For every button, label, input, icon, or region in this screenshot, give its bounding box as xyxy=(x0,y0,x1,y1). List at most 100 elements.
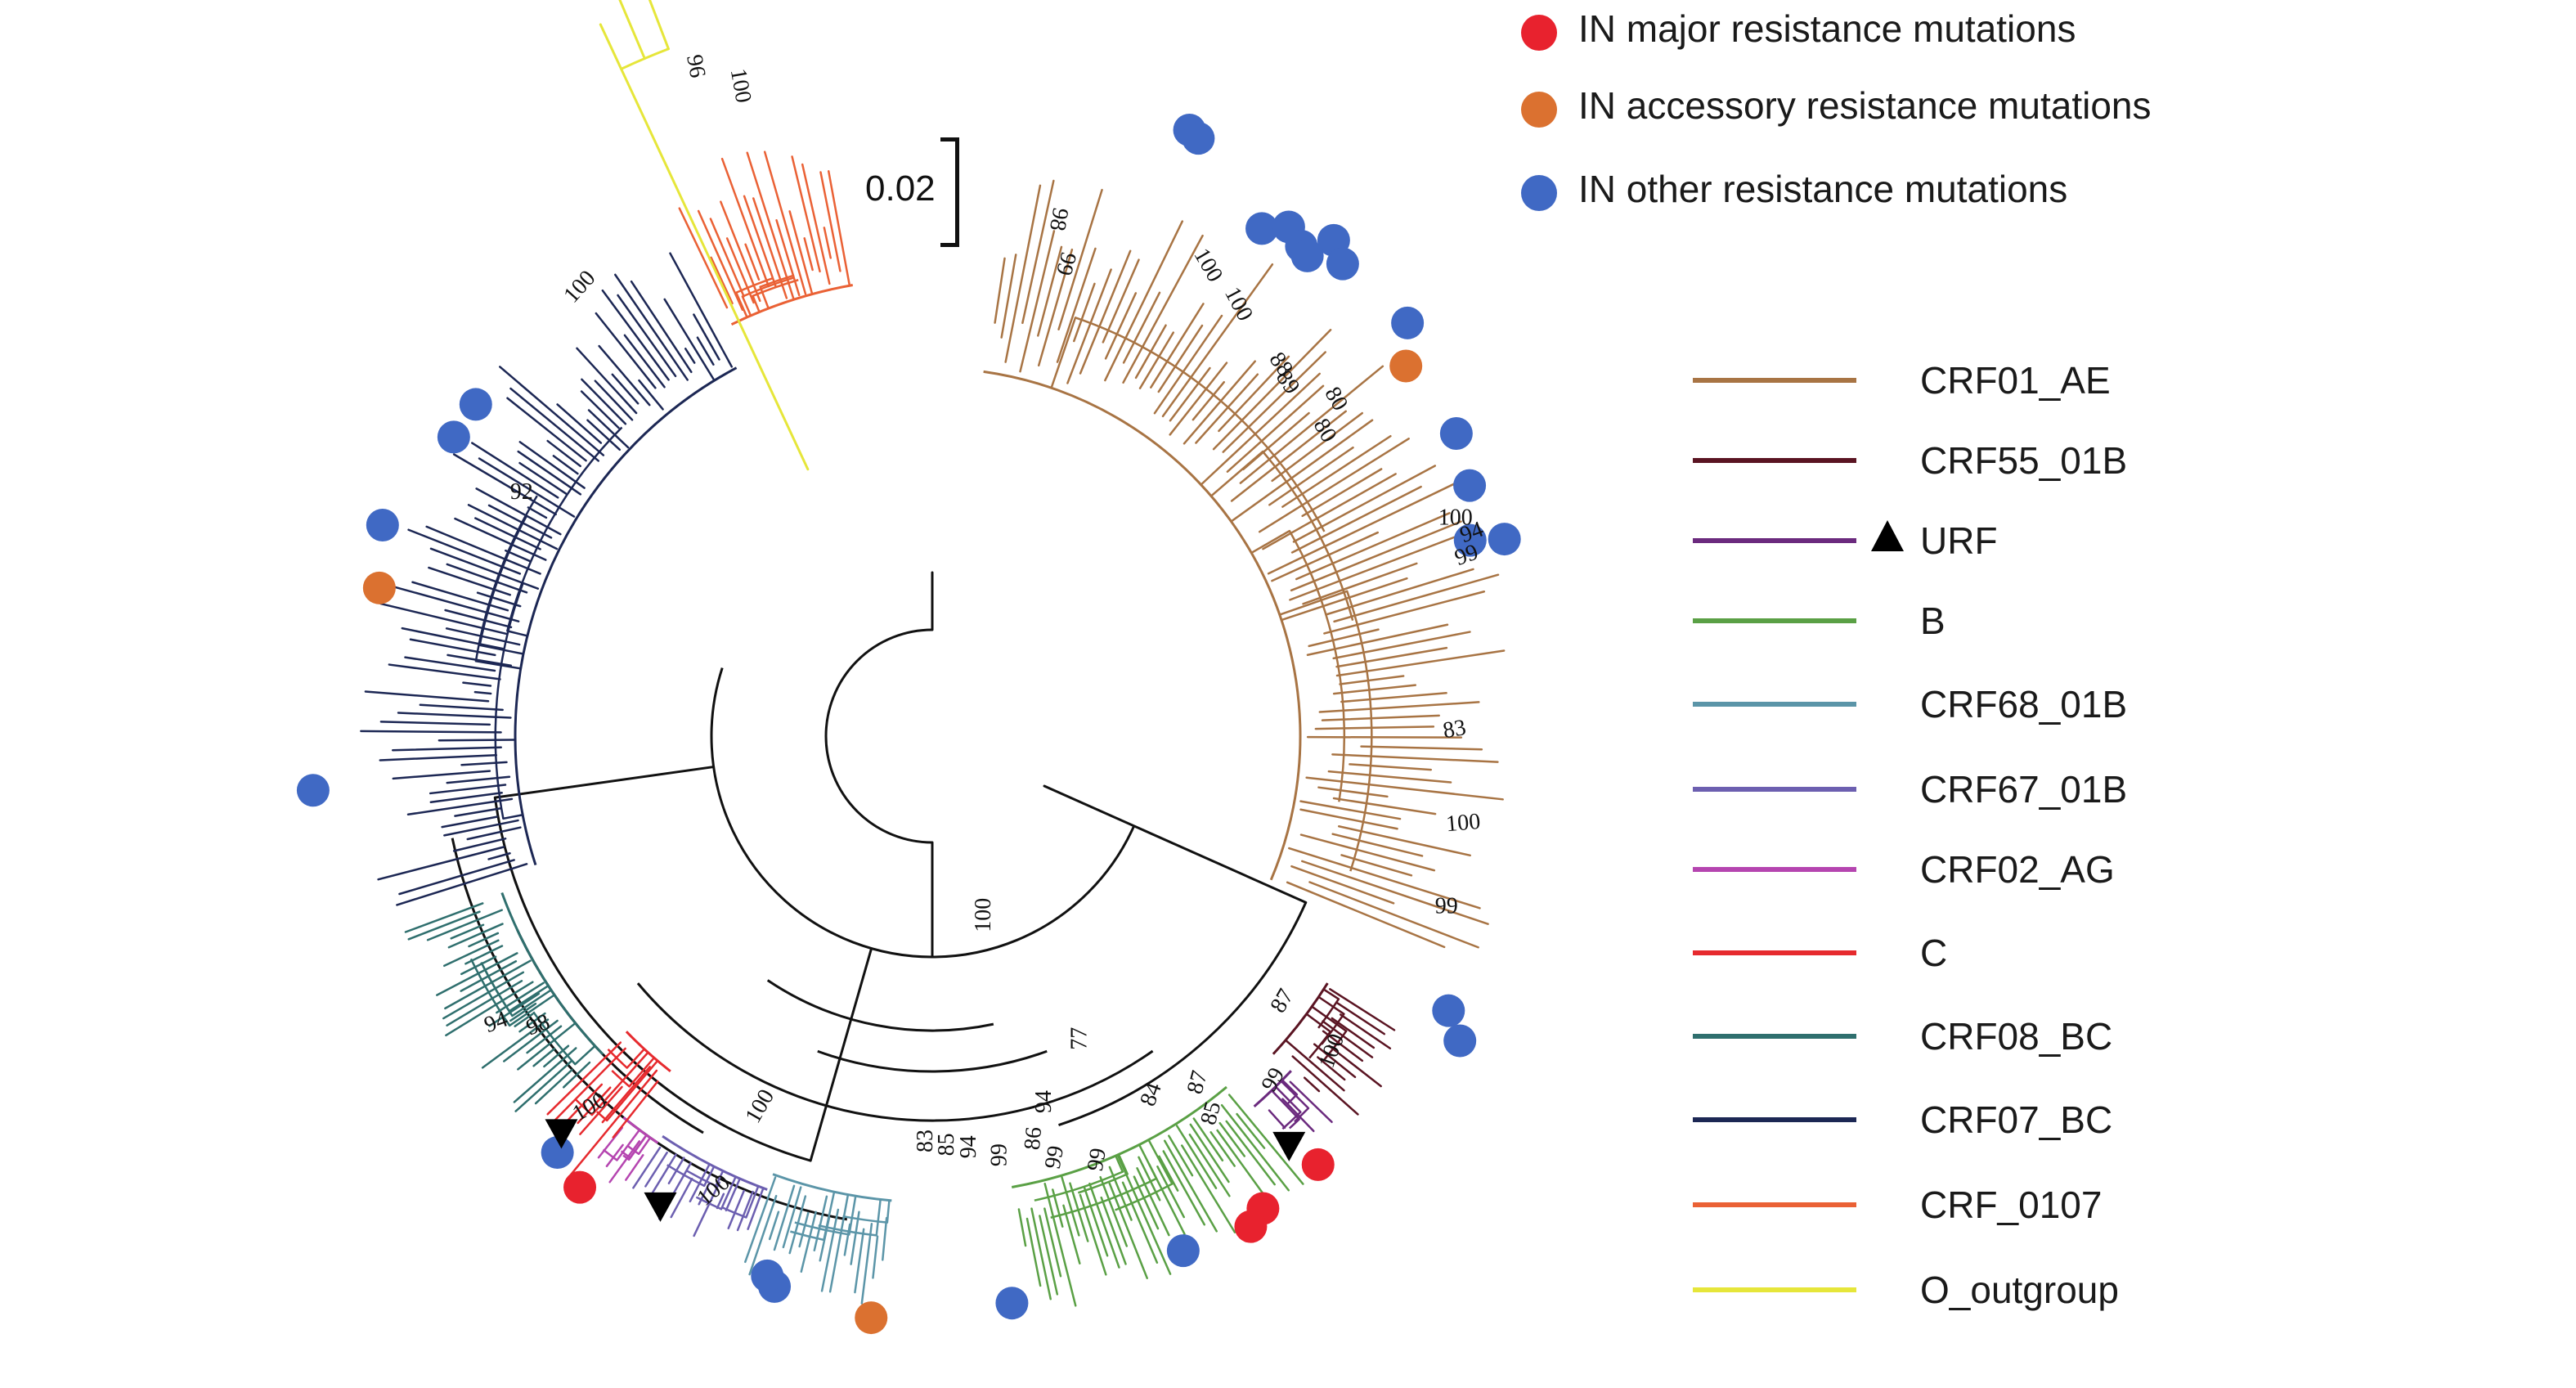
clade-crf-0107-tip xyxy=(710,256,734,305)
bootstrap-value-label: 94 xyxy=(1031,1090,1057,1113)
subtype-legend-item: CRF07_BC xyxy=(1693,1091,2347,1148)
clade-crf07-bc-tip xyxy=(598,344,651,407)
clade-crf68-01b-tip xyxy=(860,1223,873,1305)
backbone-arc xyxy=(817,1049,1048,1073)
triangle-icon xyxy=(1871,520,1904,551)
clade-crf01-ae-arc xyxy=(1288,530,1345,802)
clade-crf01-ae-arc xyxy=(983,370,1302,881)
legend-line-swatch xyxy=(1693,1034,1856,1039)
clade-crf55-01b-tip xyxy=(1339,1013,1392,1050)
clade-crf68-01b-branch xyxy=(848,1194,857,1236)
bootstrap-value-label: 98 xyxy=(1044,206,1073,233)
clade-crf-0107-arc xyxy=(730,284,854,326)
clade-crf07-bc-tip xyxy=(586,419,622,451)
clade-crf68-01b-tip xyxy=(820,1208,840,1292)
clade-crf01-ae-tip xyxy=(1331,753,1499,763)
mutation-marker-other xyxy=(1290,239,1324,272)
clade-crf08-bc-tip xyxy=(436,952,518,996)
mutation-marker-other xyxy=(1182,122,1215,155)
clade-crf67-01b-branch xyxy=(702,1165,716,1188)
clade-crf67-01b-tip xyxy=(670,1177,693,1219)
bootstrap-value-label: 100 xyxy=(1219,283,1258,326)
clade-crf67-01b-tip xyxy=(644,1151,668,1188)
bootstrap-value-label: 99 xyxy=(1083,1146,1111,1173)
clade-crf01-ae-tip xyxy=(1073,282,1096,343)
clade-crf01-ae-tip xyxy=(1288,847,1481,910)
subtype-legend-item: CRF02_AG xyxy=(1693,841,2347,898)
legend-line-swatch xyxy=(1693,950,1856,955)
legend-line-swatch xyxy=(1693,378,1856,383)
blue-dot-icon xyxy=(1521,175,1557,211)
clade-crf08-bc-tip xyxy=(503,1019,559,1062)
clade-urf-branch xyxy=(1274,1085,1302,1113)
clade-crf07-bc-tip xyxy=(398,859,515,896)
mutation-marker-other xyxy=(541,1136,574,1170)
clade-urf-tip xyxy=(1268,1109,1286,1130)
clade-crf-0107-tip xyxy=(803,237,814,272)
clade-urf-arc xyxy=(1253,1070,1292,1107)
clade-crf01-ae-tip xyxy=(1299,808,1398,830)
clade-crf68-01b-tip xyxy=(850,1211,860,1265)
clade-b-tip xyxy=(1088,1182,1120,1269)
clade-crf01-ae-tip xyxy=(1349,763,1433,771)
legend-line-swatch xyxy=(1693,1117,1856,1122)
clade-crf07-bc-tip xyxy=(446,563,528,594)
clade-crf68-01b-tip xyxy=(843,1223,851,1256)
clade-crf01-ae-tip xyxy=(1019,230,1056,373)
mutation-legend-label: IN major resistance mutations xyxy=(1578,7,2076,50)
legend-line-swatch xyxy=(1693,618,1856,623)
clade-crf67-01b-tip xyxy=(736,1190,754,1232)
clade-crf-0107-tip xyxy=(697,209,744,311)
bootstrap-value-label: 86 xyxy=(1020,1126,1047,1152)
clade-crf01-ae-tip xyxy=(1195,373,1259,444)
clade-crf67-01b-branch xyxy=(715,1170,725,1188)
clade-crf55-01b-branch xyxy=(1311,1005,1348,1032)
clade-crf68-01b-tip xyxy=(768,1211,780,1241)
clade-crf07-bc-tip xyxy=(364,690,490,703)
clade-crf07-bc-tip xyxy=(445,627,521,646)
bootstrap-value-label: 77 xyxy=(1066,1027,1092,1050)
clade-crf07-bc-tip xyxy=(454,807,502,817)
mutation-marker-other xyxy=(366,508,399,541)
clade-crf07-bc-tip xyxy=(487,504,553,539)
clade-o-outgroup-tip xyxy=(648,0,670,51)
clade-crf01-ae-tip xyxy=(1183,360,1256,445)
clade-crf07-bc-tip xyxy=(487,851,511,860)
clade-crf01-ae-tip xyxy=(1335,649,1506,677)
clade-crf08-bc-tip xyxy=(443,939,500,968)
clade-crf01-ae-tip xyxy=(1037,248,1074,367)
clade-crf07-bc-branch xyxy=(478,644,525,655)
clade-crf08-bc-tip xyxy=(407,910,481,941)
clade-crf07-bc-tip xyxy=(587,409,630,449)
clade-crf01-ae-branch xyxy=(1250,529,1291,555)
clade-crf01-ae-tip xyxy=(1302,562,1418,605)
clade-crf01-ae-tip xyxy=(1337,824,1471,857)
clade-crf55-01b-tip xyxy=(1329,988,1396,1031)
subtype-legend-label: C xyxy=(1920,932,1948,974)
clade-crf01-ae-tip xyxy=(1138,331,1174,389)
clade-crf01-ae-tip xyxy=(1290,520,1462,592)
clade-crf07-bc-tip xyxy=(392,770,491,780)
clade-crf55-01b-branch xyxy=(1305,1013,1332,1033)
mutation-marker-accessory xyxy=(1389,349,1423,383)
clade-crf07-bc-tip xyxy=(429,547,540,590)
clade-crf07-bc-tip xyxy=(466,826,522,841)
clade-crf01-ae-tip xyxy=(1290,865,1395,905)
clade-urf-tip xyxy=(1281,1098,1315,1133)
clade-o-outgroup-tip xyxy=(599,23,810,471)
mutation-marker-other xyxy=(1453,469,1487,502)
clade-crf67-01b-tip xyxy=(648,1153,677,1200)
clade-crf07-bc-tip xyxy=(438,739,516,742)
clade-urf-branch xyxy=(1270,1089,1300,1121)
clade-crf-0107-tip xyxy=(788,210,814,295)
mutation-marker-other xyxy=(1453,523,1487,557)
clade-crf02-ag-tip xyxy=(597,1126,624,1159)
clade-crf08-bc-tip xyxy=(450,923,485,940)
legend-line-swatch xyxy=(1693,1287,1856,1292)
mutation-legend-label: IN accessory resistance mutations xyxy=(1578,84,2152,127)
mutation-legend-item-major: IN major resistance mutations xyxy=(1521,0,2257,65)
clade-crf07-bc-tip xyxy=(499,366,605,456)
clade-crf01-ae-tip xyxy=(1292,465,1437,543)
clade-crf01-ae-tip xyxy=(1332,684,1417,695)
